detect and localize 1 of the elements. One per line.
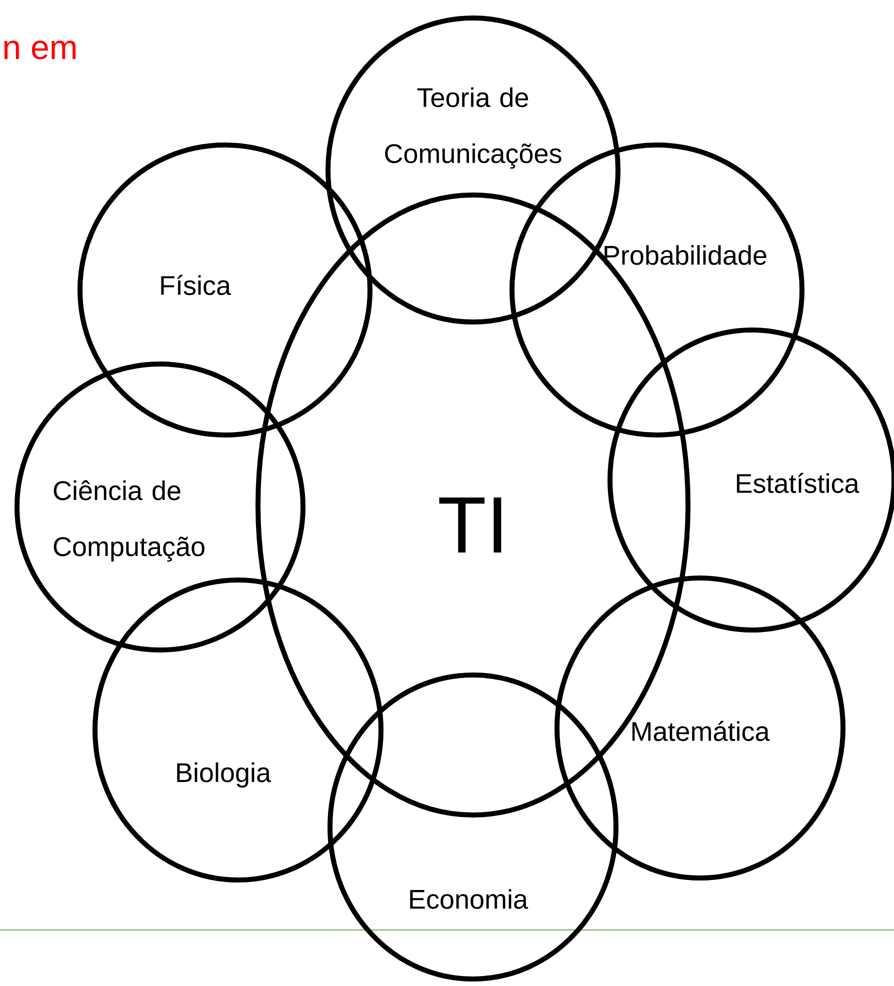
heading-fragment: n em	[4, 40, 76, 60]
